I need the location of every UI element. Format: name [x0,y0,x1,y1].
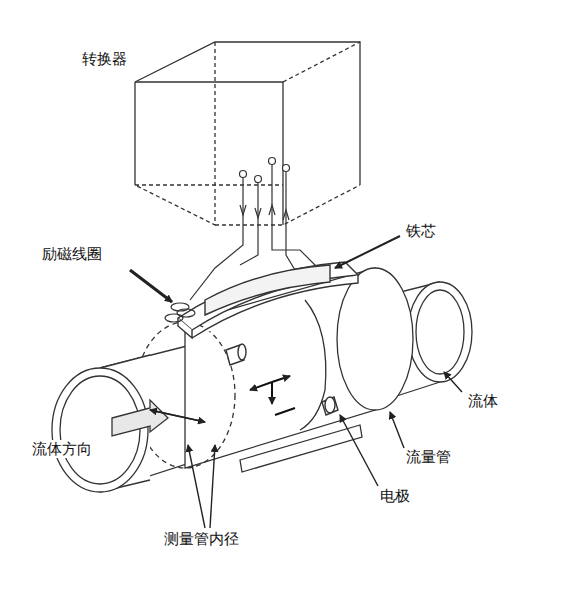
field-arrows [250,376,295,415]
part-label: 测量管内径 [162,530,241,548]
part-name: 转换器 [80,50,129,68]
iron-core [178,262,358,338]
part-label: 流量管 [404,448,453,466]
part-label: 铁芯 [404,222,438,240]
part-label: 励磁线圈 [40,245,104,263]
converter-box [135,42,360,225]
part-label: 流体 [466,392,500,410]
leader-lines [130,236,462,528]
converter-label-box: 转换器 [80,50,129,68]
part-label: 电极 [378,487,412,505]
part-label: 流体方向 [30,440,94,458]
excitation-coil [165,303,195,322]
electrodes [226,344,338,415]
pipe-left-end [52,355,168,492]
flow-tube [135,268,413,472]
